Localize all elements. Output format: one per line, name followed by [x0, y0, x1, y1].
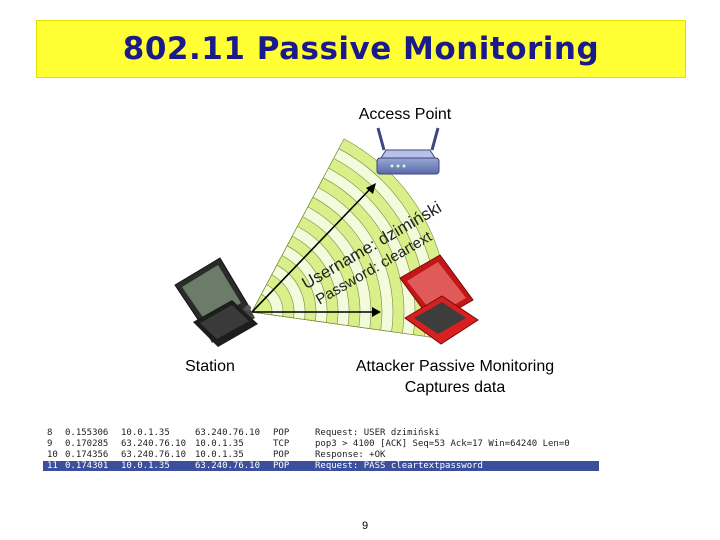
station-laptop-icon — [174, 257, 258, 347]
access-point-icon — [376, 127, 440, 175]
capture-src-cell: 10.0.1.35 — [121, 428, 170, 438]
capture-dst-cell: 63.240.76.10 — [195, 428, 261, 438]
capture-time-cell: 0.174356 — [65, 450, 109, 460]
capture-info-cell: Response: +OK — [315, 450, 386, 460]
capture-no-cell: 8 — [47, 428, 53, 438]
radio-wave-beam — [251, 138, 449, 340]
capture-time-cell: 0.170285 — [65, 439, 109, 449]
station-label: Station — [185, 358, 235, 375]
signal-arrows — [251, 183, 381, 317]
capture-dst-cell: 10.0.1.35 — [195, 439, 244, 449]
capture-src-cell: 63.240.76.10 — [121, 450, 187, 460]
attacker-label-line2: Captures data — [404, 379, 506, 396]
capture-row[interactable]: 8 0.155306 10.0.1.35 63.240.76.10 POP Request… — [43, 428, 599, 438]
capture-proto-cell: TCP — [273, 439, 290, 449]
attacker-laptop-icon — [399, 254, 479, 345]
capture-time-cell: 0.174301 — [65, 461, 109, 471]
capture-src-cell: 10.0.1.35 — [121, 461, 170, 471]
page-number: 9 — [361, 520, 369, 532]
capture-no-cell: 9 — [47, 439, 53, 449]
capture-row[interactable]: 10 0.174356 63.240.76.10 10.0.1.35 POP Respon… — [43, 450, 599, 460]
capture-proto-cell: POP — [273, 428, 290, 438]
attacker-label-line1: Attacker Passive Monitoring — [355, 358, 555, 375]
title-banner: 802.11 Passive Monitoring — [36, 20, 686, 78]
capture-row[interactable]: 11 0.174301 10.0.1.35 63.240.76.10 POP Reques… — [43, 461, 599, 471]
wireless-diagram: Username: dzimiński Password: cleartext — [174, 127, 479, 347]
wave-ring — [251, 293, 273, 316]
access-point-label: Access Point — [358, 106, 452, 123]
capture-dst-cell: 63.240.76.10 — [195, 461, 261, 471]
capture-no-cell: 10 — [47, 450, 58, 460]
capture-no-cell: 11 — [47, 461, 58, 471]
capture-row[interactable]: 9 0.170285 63.240.76.10 10.0.1.35 TCP pop3 > … — [43, 439, 599, 449]
capture-info-cell: pop3 > 4100 [ACK] Seq=53 Ack=17 Win=6424… — [315, 439, 570, 449]
capture-proto-cell: POP — [273, 461, 290, 471]
capture-time-cell: 0.155306 — [65, 428, 109, 438]
capture-src-cell: 63.240.76.10 — [121, 439, 187, 449]
capture-dst-cell: 10.0.1.35 — [195, 450, 244, 460]
page-title: 802.11 Passive Monitoring — [122, 31, 600, 67]
capture-proto-cell: POP — [273, 450, 290, 460]
capture-info-cell: Request: PASS cleartextpassword — [315, 461, 483, 471]
capture-info-cell: Request: USER dzimiński — [315, 428, 440, 438]
